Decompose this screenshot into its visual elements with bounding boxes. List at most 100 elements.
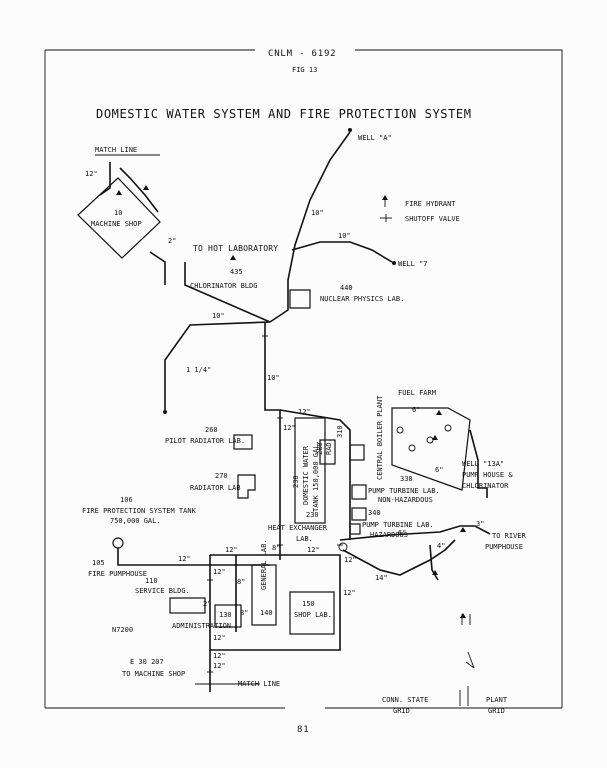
svg-text:CENTRAL BOILER PLANT: CENTRAL BOILER PLANT bbox=[376, 395, 384, 480]
svg-text:10": 10" bbox=[267, 374, 280, 382]
svg-text:330: 330 bbox=[400, 475, 413, 483]
pipe-hot-lab bbox=[184, 262, 271, 323]
grid-arrows bbox=[459, 686, 469, 706]
fuel-farm-area bbox=[391, 407, 471, 491]
svg-text:10: 10 bbox=[114, 209, 122, 217]
svg-text:230: 230 bbox=[306, 511, 319, 519]
svg-text:12": 12" bbox=[298, 408, 311, 416]
svg-text:6": 6" bbox=[398, 529, 406, 537]
svg-text:MATCH LINE: MATCH LINE bbox=[238, 680, 280, 688]
pipe-well-a bbox=[269, 131, 351, 323]
svg-text:PUMP HOUSE &: PUMP HOUSE & bbox=[462, 471, 513, 479]
svg-text:280: 280 bbox=[316, 442, 324, 455]
rad-building bbox=[319, 439, 336, 465]
nuclear-physics-lab-building bbox=[289, 289, 311, 309]
svg-text:HEAT EXCHANGER: HEAT EXCHANGER bbox=[268, 524, 328, 532]
svg-text:110: 110 bbox=[145, 577, 158, 585]
pipe-fire-pumphouse bbox=[117, 548, 270, 566]
svg-text:1 1/4": 1 1/4" bbox=[186, 366, 211, 374]
pipe-main-trunk bbox=[264, 322, 281, 560]
well-a-marker bbox=[348, 128, 352, 132]
svg-text:12": 12" bbox=[344, 556, 357, 564]
svg-text:14": 14" bbox=[375, 574, 388, 582]
svg-text:E 30 207: E 30 207 bbox=[130, 658, 164, 666]
pump-turbine-non-hazardous-building bbox=[351, 484, 367, 500]
svg-text:140: 140 bbox=[260, 609, 273, 617]
central-boiler-building bbox=[349, 444, 365, 461]
administration-building bbox=[214, 604, 242, 628]
svg-text:LAB.: LAB. bbox=[296, 535, 313, 543]
svg-text:8": 8" bbox=[272, 544, 280, 552]
pipe-main-loop bbox=[209, 554, 341, 651]
svg-text:GRID: GRID bbox=[488, 707, 505, 715]
pipe-east-trunk bbox=[279, 409, 351, 540]
svg-text:GRID: GRID bbox=[393, 707, 410, 715]
pipe-well-13a bbox=[469, 429, 488, 498]
legend-fire-hydrant: FIRE HYDRANT bbox=[405, 200, 456, 208]
svg-text:DOMESTIC WATER: DOMESTIC WATER bbox=[302, 445, 310, 505]
well-7-marker bbox=[392, 261, 396, 265]
shop-lab-building bbox=[289, 591, 335, 635]
page-title: DOMESTIC WATER SYSTEM AND FIRE PROTECTIO… bbox=[96, 107, 472, 121]
svg-text:8": 8" bbox=[240, 609, 248, 617]
svg-text:2": 2" bbox=[168, 237, 176, 245]
svg-text:12": 12" bbox=[225, 546, 238, 554]
svg-text:238: 238 bbox=[292, 475, 300, 488]
svg-text:FIRE PROTECTION SYSTEM TANK: FIRE PROTECTION SYSTEM TANK bbox=[82, 507, 197, 515]
pipe-machine-shop-b bbox=[119, 167, 159, 213]
svg-text:270: 270 bbox=[215, 472, 228, 480]
legend: FIRE HYDRANT SHUTOFF VALVE bbox=[380, 195, 460, 223]
svg-text:12": 12" bbox=[178, 555, 191, 563]
general-lab-building bbox=[251, 564, 277, 626]
fire-protection-tank bbox=[112, 537, 124, 549]
svg-text:10": 10" bbox=[338, 232, 351, 240]
svg-text:310: 310 bbox=[336, 425, 344, 438]
hydrant-west bbox=[163, 410, 167, 414]
svg-text:FUEL FARM: FUEL FARM bbox=[398, 389, 436, 397]
svg-text:6": 6" bbox=[435, 466, 443, 474]
svg-text:750,000 GAL.: 750,000 GAL. bbox=[110, 517, 161, 525]
svg-text:260: 260 bbox=[205, 426, 218, 434]
svg-text:PUMP TURBINE LAB.: PUMP TURBINE LAB. bbox=[368, 487, 440, 495]
svg-text:435: 435 bbox=[230, 268, 243, 276]
machine-shop-building: 10 MACHINE SHOP bbox=[77, 177, 161, 259]
svg-text:10": 10" bbox=[212, 312, 225, 320]
svg-text:GENERAL LAB.: GENERAL LAB. bbox=[260, 539, 268, 590]
svg-text:WELL "13A": WELL "13A" bbox=[462, 460, 504, 468]
svg-text:10": 10" bbox=[311, 209, 324, 217]
figure-number: FIG 13 bbox=[292, 66, 317, 74]
svg-text:MATCH LINE: MATCH LINE bbox=[95, 146, 137, 154]
page-number: 81 bbox=[297, 725, 309, 735]
svg-text:PUMPHOUSE: PUMPHOUSE bbox=[485, 543, 523, 551]
pilot-radiator-lab-building bbox=[233, 434, 253, 450]
svg-text:12": 12" bbox=[343, 589, 356, 597]
svg-text:RADIATOR LAB: RADIATOR LAB bbox=[190, 484, 241, 492]
svg-text:TO MACHINE SHOP: TO MACHINE SHOP bbox=[122, 670, 185, 678]
svg-text:CHLORINATOR: CHLORINATOR bbox=[462, 482, 509, 490]
svg-text:CONN. STATE: CONN. STATE bbox=[382, 696, 428, 704]
svg-text:12": 12" bbox=[213, 652, 226, 660]
svg-text:RAD.: RAD. bbox=[325, 438, 333, 455]
north-arrow bbox=[461, 614, 475, 669]
svg-text:PUMP TURBINE LAB.: PUMP TURBINE LAB. bbox=[362, 521, 434, 529]
svg-text:NUCLEAR PHYSICS LAB.: NUCLEAR PHYSICS LAB. bbox=[320, 295, 404, 303]
pipe-west-branch bbox=[164, 321, 271, 410]
svg-text:105: 105 bbox=[92, 559, 105, 567]
fire-hydrant-icons bbox=[116, 185, 466, 618]
svg-text:4": 4" bbox=[437, 542, 445, 550]
svg-text:FIRE PUMPHOUSE: FIRE PUMPHOUSE bbox=[88, 570, 147, 578]
svg-text:12": 12" bbox=[213, 634, 226, 642]
pipe-machine-shop-c bbox=[149, 251, 166, 285]
svg-text:PILOT RADIATOR LAB.: PILOT RADIATOR LAB. bbox=[165, 437, 245, 445]
svg-text:CHLORINATOR BLDG: CHLORINATOR BLDG bbox=[190, 282, 257, 290]
svg-text:WELL "7: WELL "7 bbox=[398, 260, 428, 268]
domestic-water-tank bbox=[294, 417, 326, 524]
pipe-east-to-river bbox=[339, 525, 491, 541]
svg-text:2": 2" bbox=[203, 600, 211, 608]
svg-text:8": 8" bbox=[237, 578, 245, 586]
legend-shutoff-valve: SHUTOFF VALVE bbox=[405, 215, 460, 223]
pipe-machine-shop-a bbox=[99, 162, 111, 196]
svg-text:12": 12" bbox=[283, 424, 296, 432]
svg-text:TANK 150,000 GAL.: TANK 150,000 GAL. bbox=[312, 440, 320, 512]
